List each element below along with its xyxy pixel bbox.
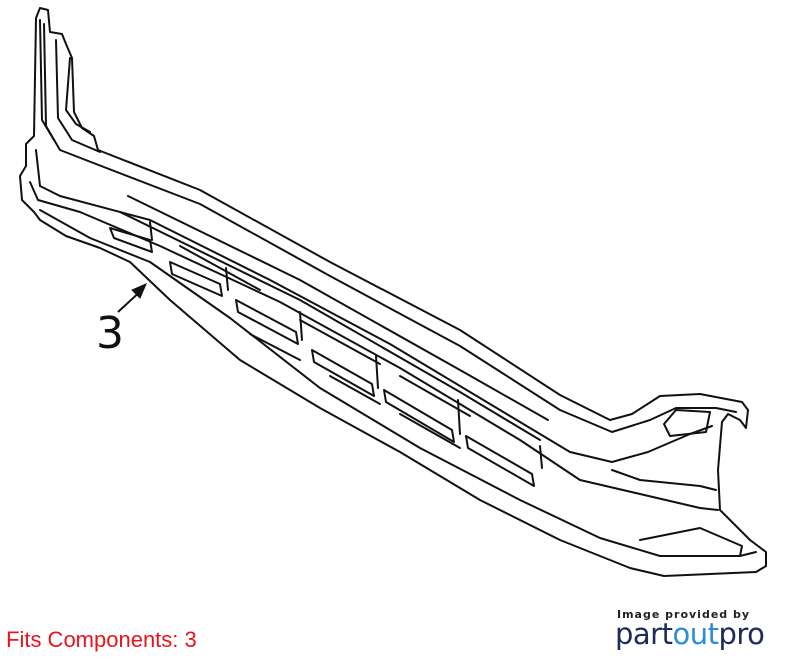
inner-flange-line-2	[29, 181, 719, 511]
callout-label: 3	[96, 308, 124, 359]
arrow-head-icon	[131, 283, 147, 299]
right-end-rib	[611, 469, 717, 491]
upper-edge-line	[43, 23, 737, 433]
bumper-cover-drawing	[19, 7, 767, 577]
fits-components-text: Fits Components: 3	[6, 627, 197, 652]
lower-edge-line	[39, 209, 757, 557]
left-end-rib	[39, 19, 55, 141]
upper-edge-line-2	[55, 39, 101, 153]
logo-out: out	[672, 617, 719, 651]
partoutpro-logo: partoutpro	[615, 617, 765, 651]
inner-flange-line	[35, 149, 713, 463]
logo-pro: pro	[718, 617, 765, 651]
part-diagram: 3	[19, 7, 767, 577]
callout-3: 3	[96, 283, 147, 359]
right-end-pocket	[663, 409, 711, 437]
logo-part: part	[615, 617, 673, 651]
image-credit-line: Image provided by	[617, 608, 751, 621]
right-end-mount	[639, 527, 743, 557]
grille-slots	[109, 195, 549, 487]
left-end-tab	[65, 57, 91, 133]
bumper-outline	[19, 7, 767, 577]
